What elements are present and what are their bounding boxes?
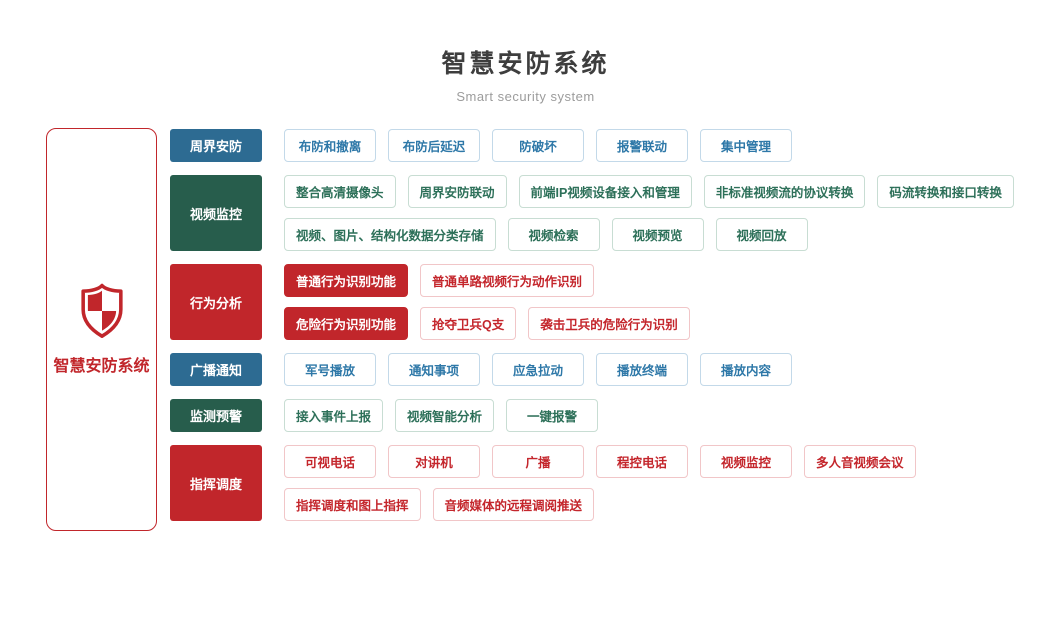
category-label: 周界安防 <box>170 129 262 162</box>
items-line: 指挥调度和图上指挥音频媒体的远程调阅推送 <box>284 488 916 521</box>
feature-row: 广播通知 军号播放通知事项应急拉动播放终端播放内容 <box>170 353 1014 386</box>
feature-item: 视频智能分析 <box>395 399 495 432</box>
feature-item: 整合高清摄像头 <box>284 175 396 208</box>
feature-row: 视频监控 整合高清摄像头周界安防联动前端IP视频设备接入和管理非标准视频流的协议… <box>170 175 1014 251</box>
category-label: 行为分析 <box>170 264 262 340</box>
feature-item: 布防和撤离 <box>284 129 376 162</box>
category-label: 指挥调度 <box>170 445 262 521</box>
feature-row: 指挥调度 可视电话对讲机广播程控电话视频监控多人音视频会议指挥调度和图上指挥音频… <box>170 445 1014 521</box>
items-line: 军号播放通知事项应急拉动播放终端播放内容 <box>284 353 792 386</box>
category-items: 可视电话对讲机广播程控电话视频监控多人音视频会议指挥调度和图上指挥音频媒体的远程… <box>284 445 916 521</box>
feature-item: 播放终端 <box>596 353 688 386</box>
feature-row: 行为分析 普通行为识别功能普通单路视频行为动作识别危险行为识别功能抢夺卫兵Q支袭… <box>170 264 1014 340</box>
feature-item: 视频、图片、结构化数据分类存储 <box>284 218 496 251</box>
feature-item: 广播 <box>492 445 584 478</box>
feature-item: 通知事项 <box>388 353 480 386</box>
shield-checkered-icon <box>80 283 123 338</box>
feature-item: 袭击卫兵的危险行为识别 <box>528 307 690 340</box>
feature-item: 前端IP视频设备接入和管理 <box>518 175 692 208</box>
page-subtitle: Smart security system <box>456 89 595 104</box>
feature-item: 可视电话 <box>284 445 376 478</box>
items-line: 布防和撤离布防后延迟防破坏报警联动集中管理 <box>284 129 792 162</box>
feature-item: 多人音视频会议 <box>804 445 916 478</box>
feature-item: 一键报警 <box>506 399 599 432</box>
category-label: 视频监控 <box>170 175 262 251</box>
feature-item: 播放内容 <box>700 353 792 386</box>
system-panel: 智慧安防系统 <box>46 128 157 531</box>
feature-item: 抢夺卫兵Q支 <box>420 307 517 340</box>
category-items: 普通行为识别功能普通单路视频行为动作识别危险行为识别功能抢夺卫兵Q支袭击卫兵的危… <box>284 264 690 340</box>
category-items: 布防和撤离布防后延迟防破坏报警联动集中管理 <box>284 129 792 162</box>
feature-rows: 周界安防 布防和撤离布防后延迟防破坏报警联动集中管理 视频监控 整合高清摄像头周… <box>170 129 1014 521</box>
category-items: 整合高清摄像头周界安防联动前端IP视频设备接入和管理非标准视频流的协议转换码流转… <box>284 175 1014 251</box>
feature-row: 周界安防 布防和撤离布防后延迟防破坏报警联动集中管理 <box>170 129 1014 162</box>
items-line: 接入事件上报视频智能分析一键报警 <box>284 399 599 432</box>
feature-row: 监测预警 接入事件上报视频智能分析一键报警 <box>170 399 1014 432</box>
category-label: 监测预警 <box>170 399 262 432</box>
feature-item: 音频媒体的远程调阅推送 <box>432 488 595 521</box>
feature-item: 视频监控 <box>700 445 792 478</box>
feature-item: 对讲机 <box>388 445 480 478</box>
system-panel-label: 智慧安防系统 <box>53 358 150 375</box>
feature-item: 军号播放 <box>284 353 376 386</box>
feature-item: 视频预览 <box>611 218 704 251</box>
feature-item: 接入事件上报 <box>284 399 384 432</box>
items-line: 整合高清摄像头周界安防联动前端IP视频设备接入和管理非标准视频流的协议转换码流转… <box>284 175 1014 208</box>
feature-item: 指挥调度和图上指挥 <box>284 488 421 521</box>
feature-item: 码流转换和接口转换 <box>877 175 1014 208</box>
items-line: 视频、图片、结构化数据分类存储视频检索视频预览视频回放 <box>284 218 1014 251</box>
items-line: 可视电话对讲机广播程控电话视频监控多人音视频会议 <box>284 445 916 478</box>
feature-item: 视频检索 <box>507 218 600 251</box>
feature-item: 报警联动 <box>596 129 688 162</box>
feature-item: 防破坏 <box>492 129 584 162</box>
feature-item: 集中管理 <box>700 129 792 162</box>
feature-item: 非标准视频流的协议转换 <box>703 175 866 208</box>
feature-item: 周界安防联动 <box>407 175 507 208</box>
items-line: 普通行为识别功能普通单路视频行为动作识别 <box>284 264 690 297</box>
category-items: 军号播放通知事项应急拉动播放终端播放内容 <box>284 353 792 386</box>
feature-item: 视频回放 <box>715 218 808 251</box>
page-title: 智慧安防系统 <box>441 50 610 78</box>
category-label: 广播通知 <box>170 353 262 386</box>
category-items: 接入事件上报视频智能分析一键报警 <box>284 399 599 432</box>
feature-item: 应急拉动 <box>492 353 584 386</box>
feature-item: 布防后延迟 <box>388 129 480 162</box>
feature-item: 普通单路视频行为动作识别 <box>420 264 595 297</box>
feature-item: 危险行为识别功能 <box>284 307 409 340</box>
items-line: 危险行为识别功能抢夺卫兵Q支袭击卫兵的危险行为识别 <box>284 307 690 340</box>
feature-item: 程控电话 <box>596 445 688 478</box>
feature-item: 普通行为识别功能 <box>284 264 409 297</box>
